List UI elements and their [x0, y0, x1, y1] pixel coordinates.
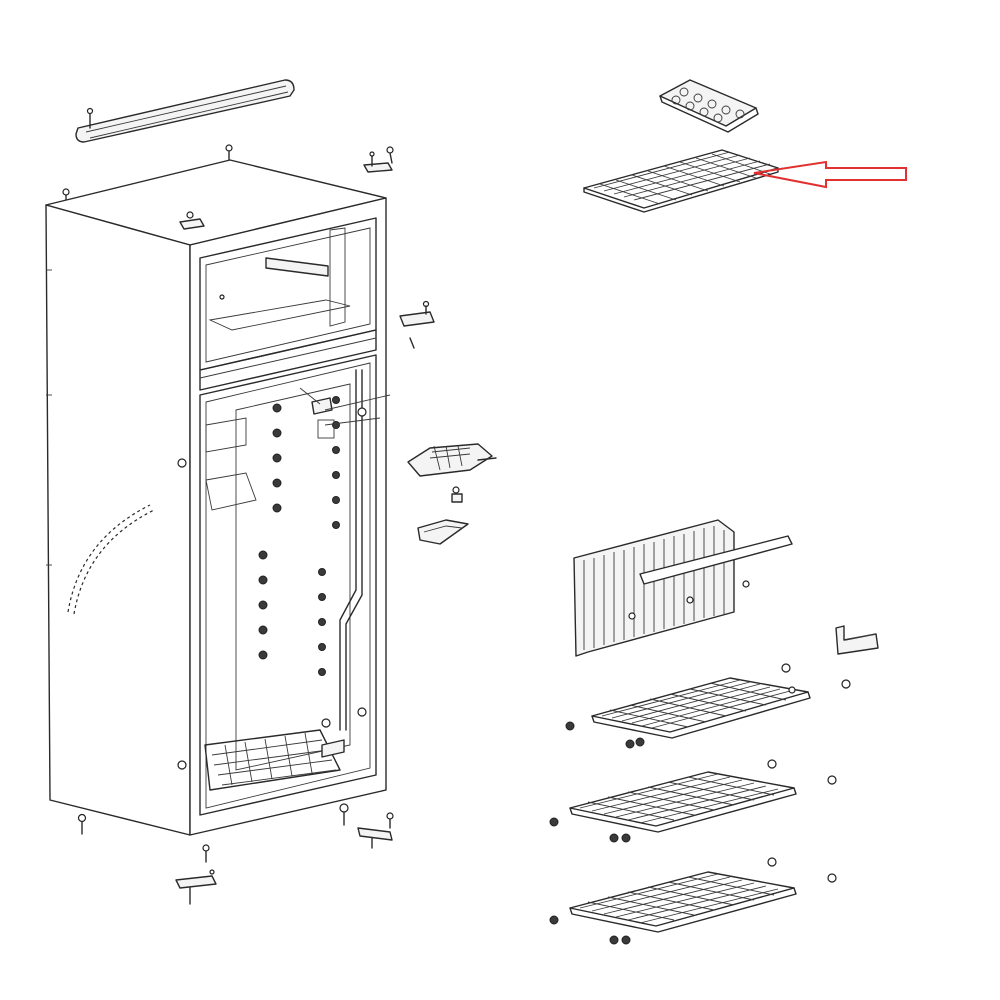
ice-cube-tray — [659, 79, 759, 133]
shelf-support-studs — [258, 396, 340, 676]
cabinet-body — [45, 159, 387, 836]
drain-hose — [67, 504, 155, 615]
small-bracket — [835, 625, 879, 655]
thermostat-housing — [407, 443, 497, 545]
highlight-arrow — [753, 160, 907, 189]
thermostat-bracket — [299, 387, 391, 439]
fridge-wire-shelf-3 — [549, 857, 837, 945]
bottom-feet-and-hinge — [77, 803, 394, 905]
fridge-wire-shelf-1 — [565, 663, 851, 749]
top-trim-bar — [75, 79, 295, 143]
door-stop-bracket — [399, 300, 435, 349]
top-hinge — [62, 144, 394, 205]
fridge-wire-shelf-2 — [549, 759, 837, 843]
freezer-wire-shelf — [583, 149, 779, 213]
evaporator-fins — [573, 519, 793, 657]
